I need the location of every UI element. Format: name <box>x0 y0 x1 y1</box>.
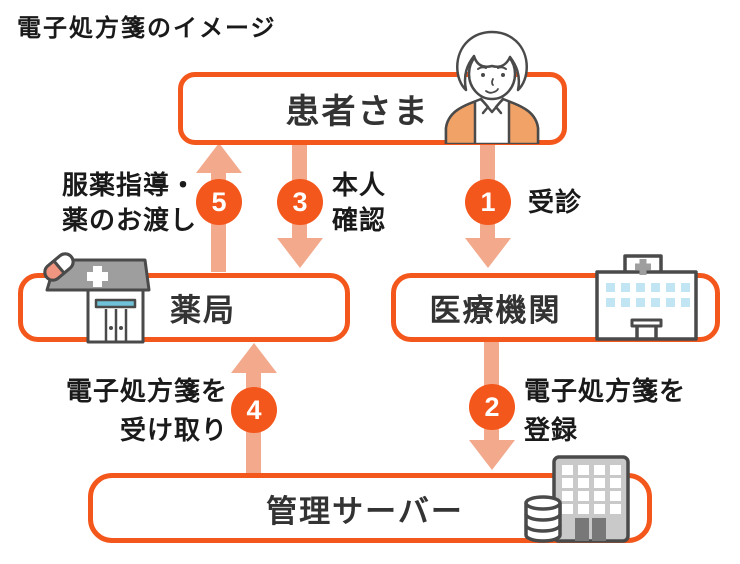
arrow-step4-head <box>231 343 277 373</box>
node-pharmacy: 薬局 <box>18 273 350 342</box>
step5-number: 5 <box>211 186 227 217</box>
pharmacy-storefront-icon <box>40 250 155 345</box>
step1-number: 1 <box>480 186 496 217</box>
step2-number: 2 <box>484 391 500 422</box>
step5-badge: 5 <box>196 179 242 225</box>
step3-label: 本人 確認 <box>332 170 387 235</box>
step2-badge: 2 <box>469 384 515 430</box>
step1-label: 受診 <box>528 187 583 217</box>
step4-badge: 4 <box>231 387 277 433</box>
step2-label: 電子処方箋を 登録 <box>524 376 687 445</box>
step1-badge: 1 <box>465 179 511 225</box>
arrow-step3-head <box>277 238 323 268</box>
elderly-woman-icon <box>436 22 548 144</box>
arrow-step2-head <box>469 440 515 470</box>
step3-badge: 3 <box>277 179 323 225</box>
step3-number: 3 <box>292 186 308 217</box>
step4-label: 電子処方箋を 受け取り <box>65 376 228 445</box>
patient-label: 患者さま <box>285 93 430 131</box>
server-label: 管理サーバー <box>266 493 464 529</box>
pharmacy-label: 薬局 <box>170 293 236 328</box>
arrow-step5-head <box>196 143 242 173</box>
capsule-icon <box>43 252 75 282</box>
page-title: 電子処方箋のイメージ <box>17 15 277 42</box>
step5-label: 服薬指導・ 薬のお渡し <box>61 170 197 235</box>
step4-number: 4 <box>246 394 262 425</box>
server-building-database-icon <box>518 450 633 545</box>
arrow-step1-head <box>465 238 511 268</box>
hospital-building-icon <box>594 252 699 342</box>
medical-label: 医療機関 <box>429 293 562 328</box>
